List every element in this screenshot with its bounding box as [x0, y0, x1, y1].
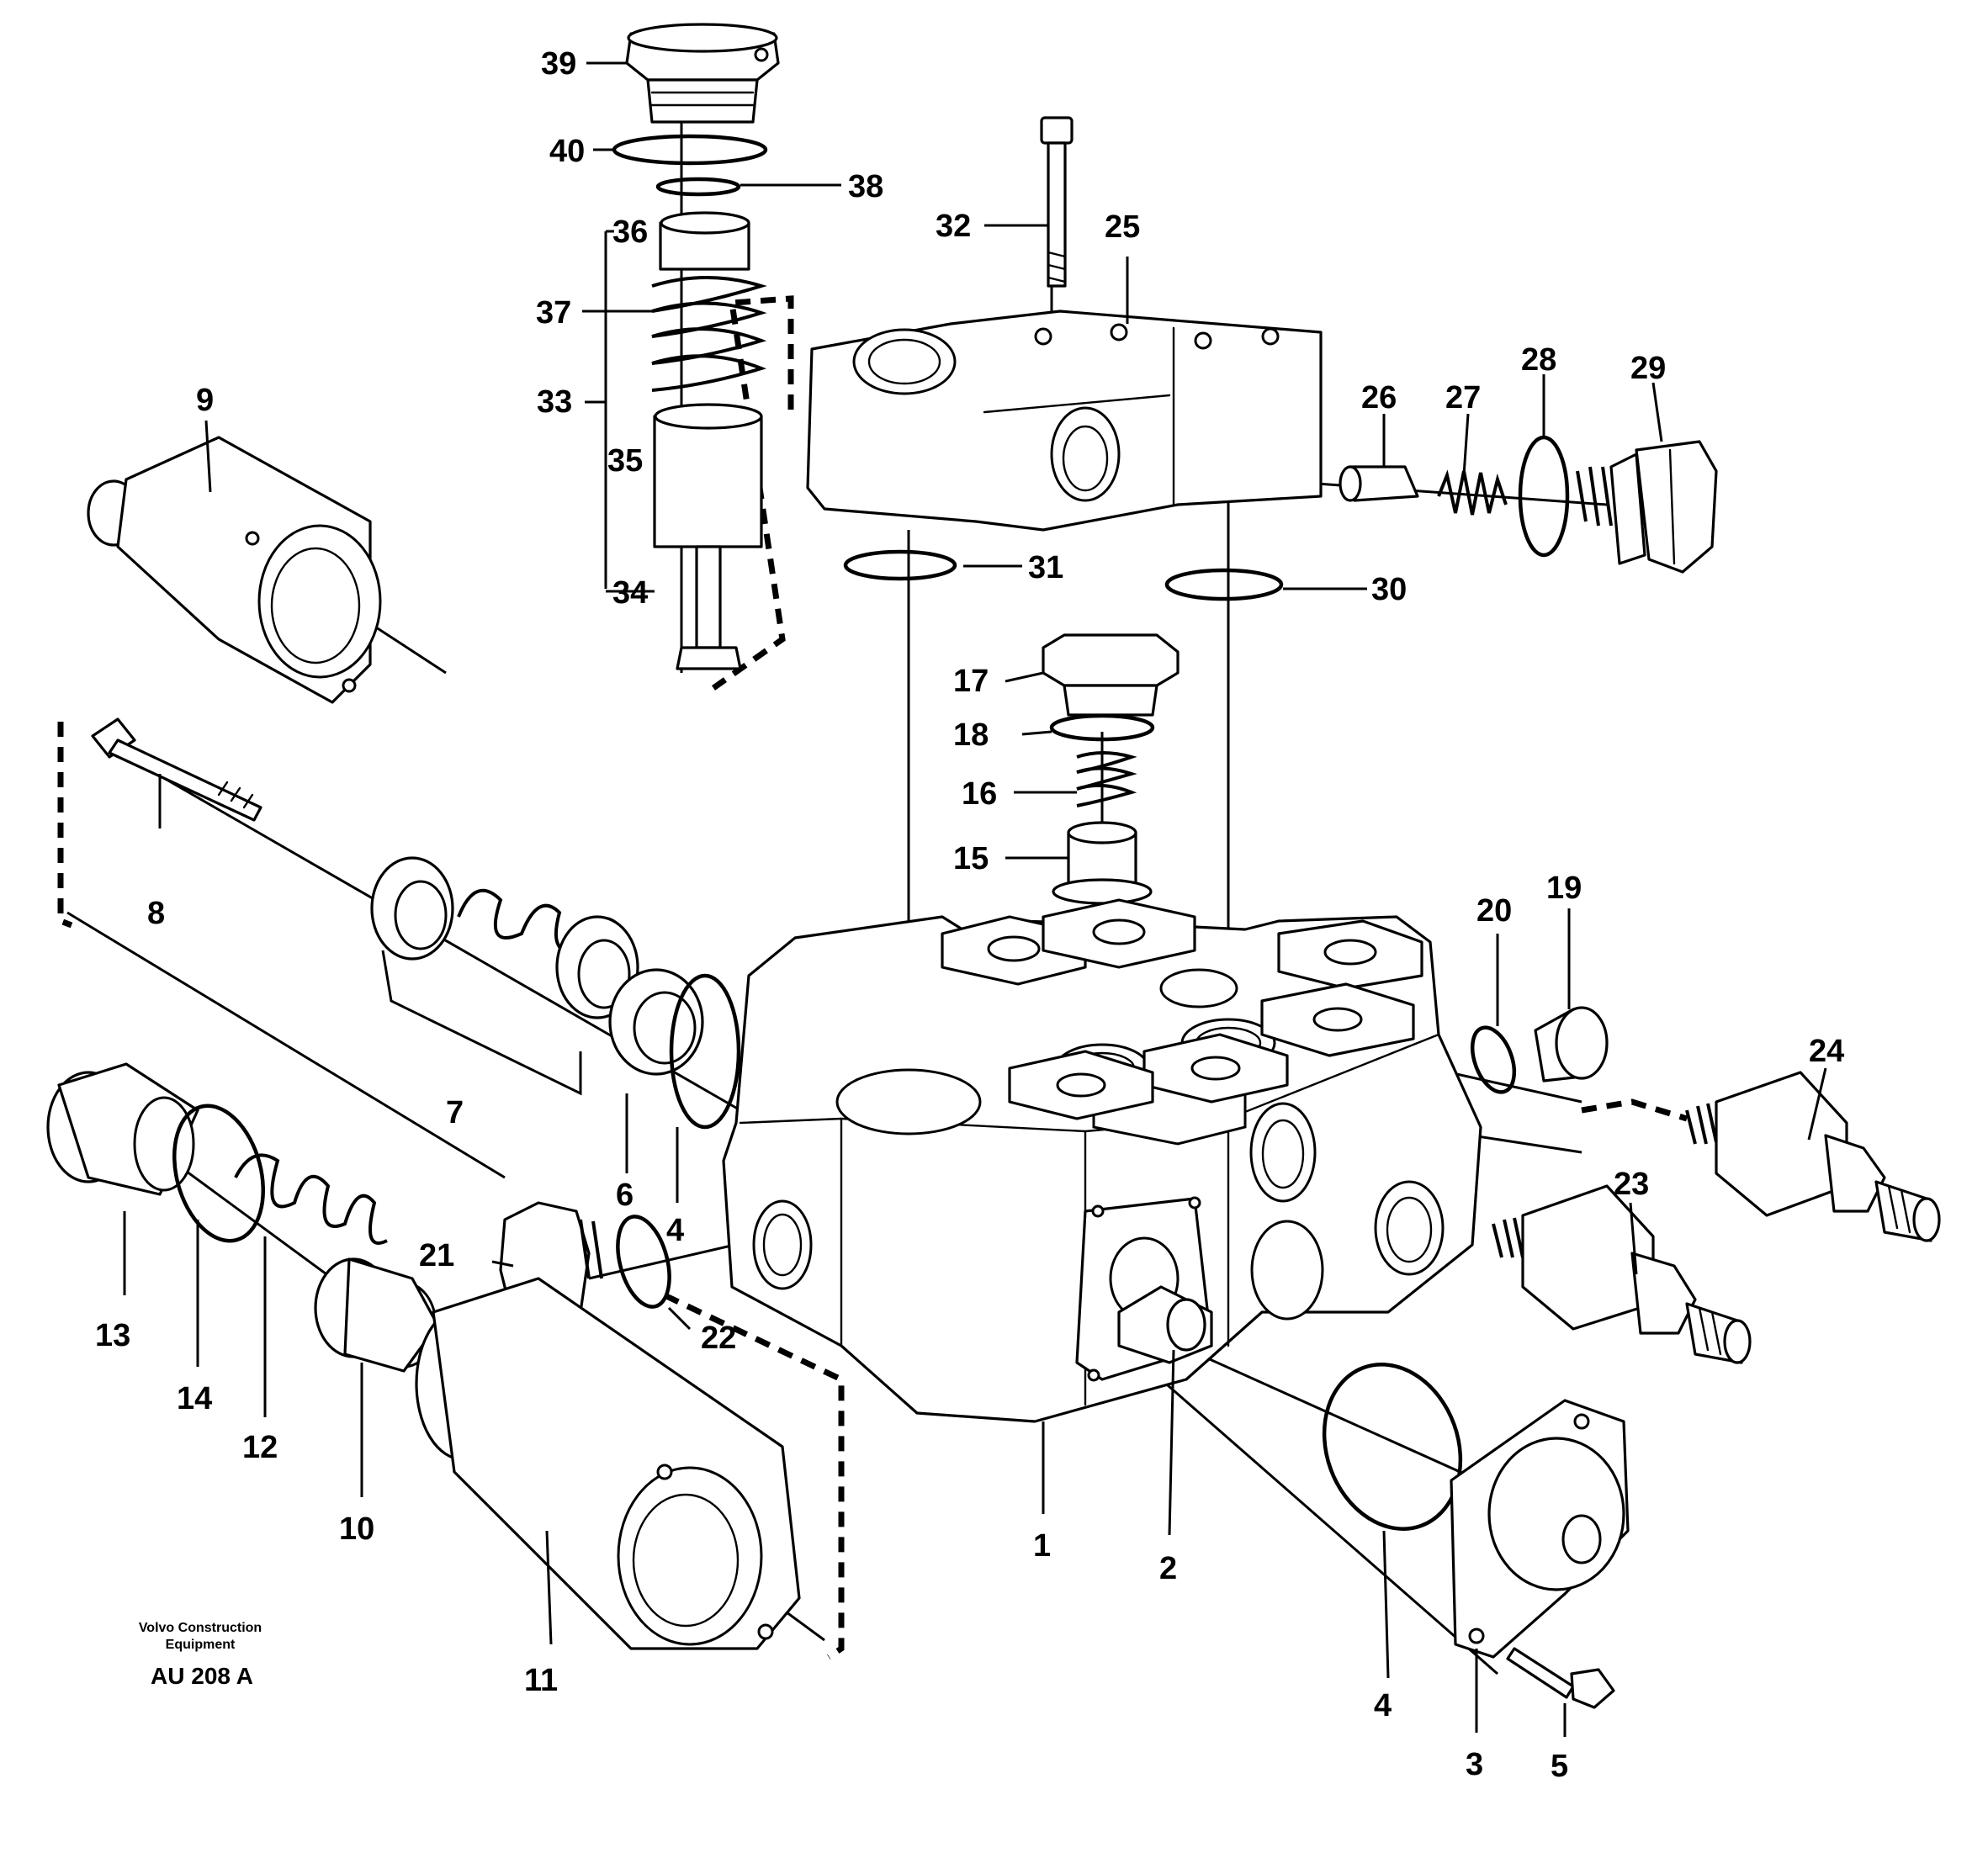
part-35-piston — [653, 403, 763, 670]
callout-29: 29 — [1630, 351, 1666, 386]
part-19-plug — [1534, 1006, 1609, 1083]
part-12-spring — [234, 1153, 388, 1245]
callout-38: 38 — [848, 169, 883, 204]
dashed-group-line-bottom — [663, 1292, 845, 1659]
callout-25: 25 — [1105, 209, 1140, 245]
brand-line-2: Equipment — [166, 1638, 236, 1652]
part-13-cap — [46, 1062, 199, 1196]
callout-40: 40 — [549, 134, 585, 169]
part-29-plug — [1576, 440, 1718, 574]
part-15-valve-cup — [1052, 821, 1153, 905]
callout-14: 14 — [177, 1381, 212, 1416]
part-39-cap — [625, 23, 780, 124]
callout-21: 21 — [419, 1238, 454, 1273]
drawing-code: AU 208 A — [151, 1663, 253, 1689]
callout-18: 18 — [953, 717, 989, 753]
part-22-oring — [616, 1215, 671, 1309]
callout-26: 26 — [1361, 380, 1397, 416]
part-38-ring — [655, 177, 741, 197]
callout-19: 19 — [1546, 871, 1582, 906]
part-18-oring — [1049, 713, 1155, 742]
callout-33: 33 — [537, 384, 572, 420]
part-25-valve-block — [806, 310, 1323, 532]
part-20-oring — [1470, 1025, 1517, 1094]
brand-line-1: Volvo Construction — [139, 1621, 262, 1635]
callout-8: 8 — [147, 896, 165, 931]
part-10-sleeve — [314, 1257, 439, 1373]
part-1-main-body — [722, 898, 1482, 1423]
callout-15: 15 — [953, 841, 989, 876]
callout-2: 2 — [1159, 1551, 1177, 1586]
callout-11: 11 — [524, 1663, 558, 1698]
part-31-oring — [843, 549, 957, 581]
dashed-group-line-left — [57, 722, 73, 929]
callout-leaders — [123, 61, 1827, 1737]
part-5-bolt — [1506, 1647, 1615, 1709]
part-4-oring-right — [1322, 1363, 1463, 1531]
dashed-group-line-right — [1581, 1098, 1688, 1122]
callout-31: 31 — [1028, 550, 1063, 585]
callout-30: 30 — [1371, 572, 1407, 607]
callout-39: 39 — [541, 46, 576, 82]
part-24-relief-valve — [1685, 1071, 1941, 1242]
callout-4a: 4 — [666, 1213, 684, 1248]
callout-22: 22 — [701, 1321, 736, 1356]
part-23-relief-valve — [1492, 1184, 1752, 1364]
part-6-sleeve — [608, 968, 704, 1076]
callout-34: 34 — [612, 575, 648, 611]
part-7-bracket — [381, 950, 582, 1096]
callout-17: 17 — [953, 664, 989, 699]
part-37-spring — [651, 276, 767, 392]
callout-3: 3 — [1466, 1747, 1483, 1782]
callout-32: 32 — [936, 209, 971, 244]
part-30-oring — [1164, 568, 1284, 601]
part-16-spring — [1076, 751, 1137, 807]
callout-12: 12 — [242, 1430, 278, 1465]
callout-5: 5 — [1551, 1749, 1568, 1784]
part-40-oring — [612, 134, 768, 166]
part-9-spring-housing — [87, 436, 382, 704]
callout-37: 37 — [536, 295, 571, 331]
part-27-spring — [1437, 469, 1508, 516]
callout-7: 7 — [446, 1095, 464, 1130]
callout-1: 1 — [1033, 1528, 1051, 1564]
callout-13: 13 — [95, 1318, 130, 1353]
callout-9: 9 — [196, 383, 214, 418]
part-2-spool — [1117, 1285, 1213, 1364]
part-14-oring — [172, 1104, 266, 1243]
part-36-sleeve — [659, 211, 750, 271]
part-4-oring-left — [669, 973, 741, 1130]
part-17-plug — [1042, 633, 1180, 717]
callout-20: 20 — [1476, 893, 1512, 929]
part-3-end-cover — [1450, 1399, 1630, 1659]
callout-36: 36 — [612, 214, 648, 250]
callout-6: 6 — [616, 1178, 634, 1213]
part-28-seal-ring — [1518, 435, 1570, 558]
part-8-long-bolt — [91, 717, 262, 822]
callout-24: 24 — [1809, 1034, 1844, 1069]
dashed-group-line-top — [711, 295, 794, 691]
part-7-spring-set — [370, 856, 639, 1019]
part-11-spring-housing — [415, 1277, 801, 1650]
callout-16: 16 — [962, 776, 997, 812]
callout-10: 10 — [339, 1511, 374, 1547]
callout-35: 35 — [607, 443, 643, 479]
part-26-plunger — [1339, 465, 1419, 502]
callout-27: 27 — [1445, 380, 1481, 416]
callout-4b: 4 — [1374, 1688, 1392, 1723]
callout-28: 28 — [1521, 342, 1556, 378]
part-32-bolt — [1040, 116, 1074, 288]
callout-23: 23 — [1614, 1167, 1649, 1202]
